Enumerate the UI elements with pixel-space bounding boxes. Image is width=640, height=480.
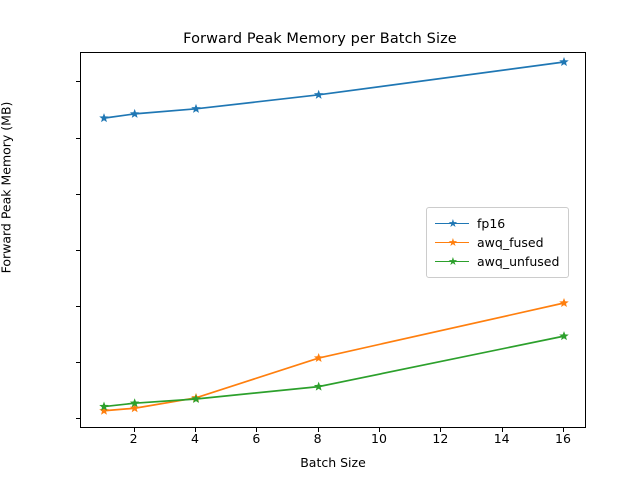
x-tick-label: 16 [555,431,571,446]
legend-item-0[interactable]: ★ fp16 [435,214,559,233]
star-marker-icon-1: ★ [448,235,458,249]
x-tick-mark [440,428,442,432]
legend-label-2: awq_unfused [477,254,560,269]
x-tick-mark [317,428,319,432]
star-marker-icon [313,89,324,99]
legend-swatch-1: ★ [435,237,469,249]
x-tick-label: 14 [493,431,510,446]
star-marker-icon [191,393,201,404]
x-tick-label: 4 [191,431,199,446]
star-marker-icon [99,401,109,411]
star-marker-icon [99,113,109,123]
series-line-awq_fused [103,302,565,412]
plot-lines [99,56,569,415]
x-tick-mark [379,428,380,432]
star-marker-icon [129,108,140,118]
y-tick-mark [76,137,80,139]
series-line-fp16 [103,61,565,119]
x-tick-label: 2 [129,431,138,446]
y-axis-label: Forward Peak Memory (MB) [0,101,14,274]
legend-label-0: fp16 [477,216,506,231]
y-tick-mark [76,81,80,83]
x-axis-label: Batch Size [300,455,366,470]
legend-line-2 [435,260,469,263]
star-marker-icon [99,405,109,415]
legend-label-1: awq_fused [477,235,544,250]
x-tick-mark [133,428,135,432]
x-tick-label: 10 [371,431,387,446]
legend-item-1[interactable]: ★ awq_fused [435,233,559,252]
y-tick-mark [76,305,80,307]
star-marker-icon [129,403,140,413]
x-tick-label: 12 [432,431,449,446]
star-marker-icon [559,298,569,308]
legend-line-0 [435,222,469,225]
legend-line-1 [435,241,469,244]
x-tick-mark [563,428,564,432]
legend: ★ fp16 ★ awq_fused ★ awq_unfused [426,207,570,278]
y-tick-mark [76,362,80,364]
star-marker-icon-2: ★ [448,254,458,268]
star-marker-icon-0: ★ [448,216,458,230]
y-tick-mark [76,249,80,251]
star-marker-icon [313,353,324,363]
star-marker-icon [559,56,569,67]
x-tick-mark [256,428,258,432]
x-tick-label: 8 [313,431,322,446]
y-tick-mark [76,193,80,195]
x-tick-mark [195,428,196,432]
star-marker-icon [129,398,140,408]
star-marker-icon [313,381,324,391]
y-tick-mark [76,418,80,420]
x-tick-mark [501,428,503,432]
series-line-awq_unfused [103,335,565,408]
legend-swatch-0: ★ [435,218,469,230]
x-tick-label: 6 [252,431,261,446]
legend-swatch-2: ★ [435,256,469,268]
star-marker-icon [559,331,569,341]
legend-item-2[interactable]: ★ awq_unfused [435,252,559,271]
chart-title: Forward Peak Memory per Batch Size [183,31,457,47]
star-marker-icon [191,103,201,113]
